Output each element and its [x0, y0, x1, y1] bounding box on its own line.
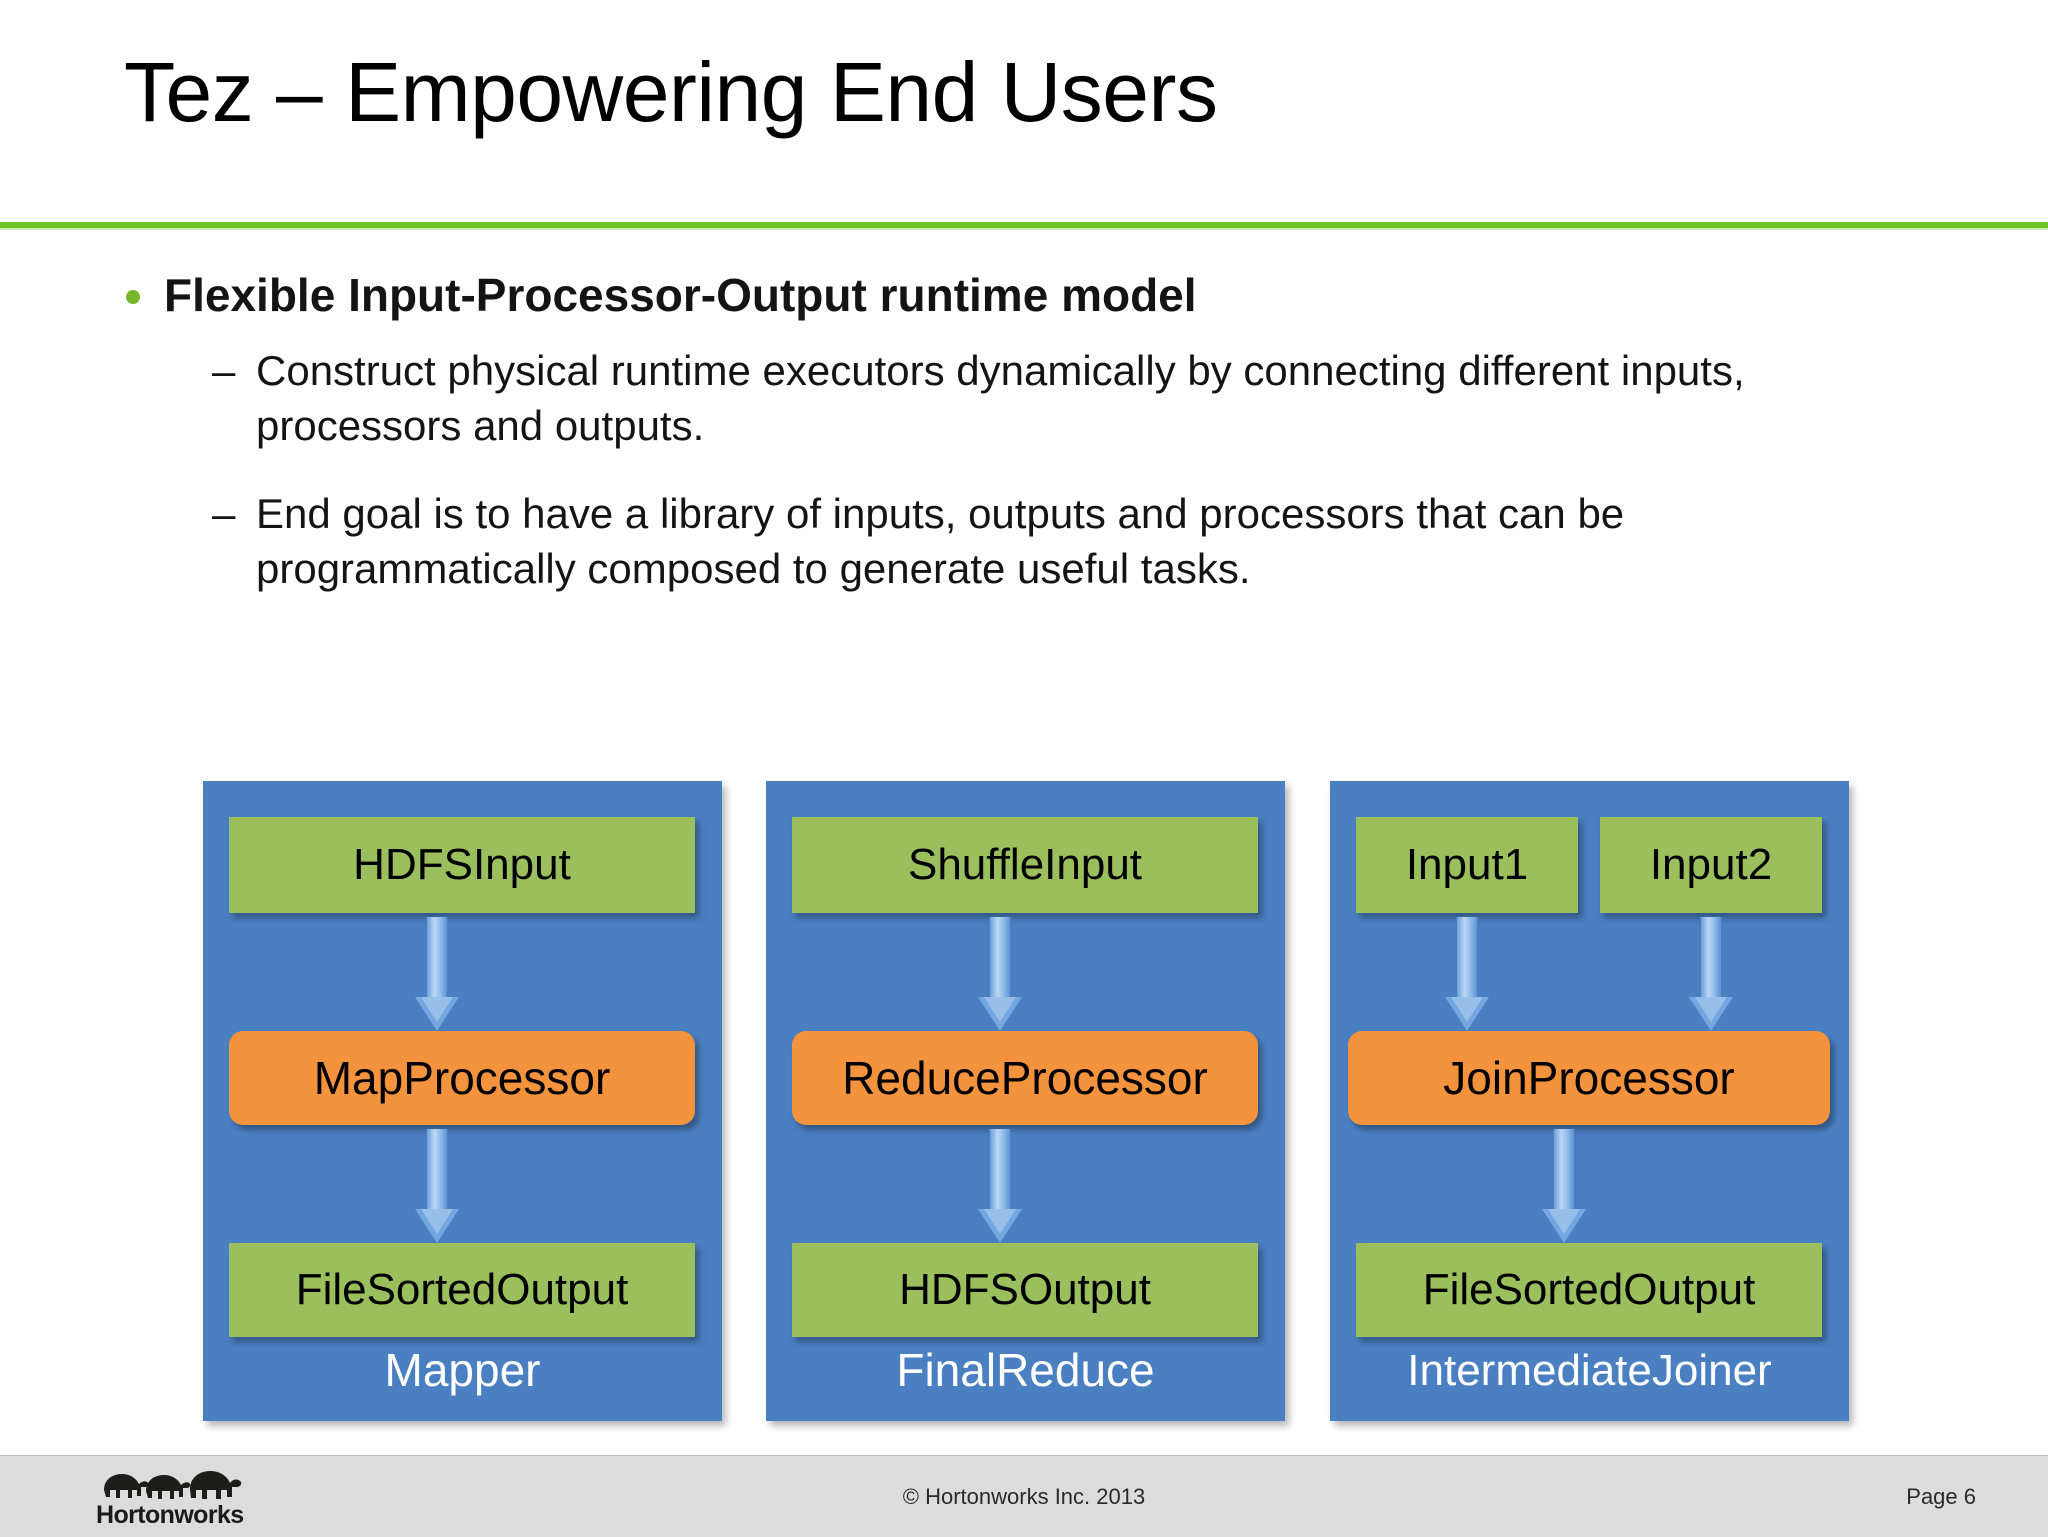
arrow-input-to-processor	[978, 917, 1022, 1031]
dash-icon: –	[212, 490, 236, 538]
bullet-dot-icon	[126, 290, 140, 304]
input-box-hdfsinput: HDFSInput	[229, 817, 695, 913]
input-box-input2: Input2	[1600, 817, 1822, 913]
dash-icon: –	[212, 347, 236, 395]
input-box-label: Input1	[1405, 840, 1529, 889]
processor-box-joinprocessor: JoinProcessor	[1348, 1031, 1830, 1125]
page-title: Tez – Empowering End Users	[124, 45, 1218, 139]
arrow-input-to-processor	[415, 917, 459, 1031]
processor-box-mapprocessor: MapProcessor	[229, 1031, 695, 1125]
hortonworks-logo: Hortonworks	[96, 1464, 272, 1532]
input-box-shuffleinput: ShuffleInput	[792, 817, 1258, 913]
output-box-label: HDFSOutput	[899, 1265, 1151, 1314]
bullet-level1-text: Flexible Input-Processor-Output runtime …	[164, 269, 1197, 321]
output-box-hdfsoutput: HDFSOutput	[792, 1243, 1258, 1337]
logo-wordmark: Hortonworks	[96, 1501, 244, 1529]
arrow-processor-to-output	[978, 1129, 1022, 1243]
title-divider-rule	[0, 222, 2048, 230]
footer-copyright: © Hortonworks Inc. 2013	[902, 1484, 1146, 1509]
bullet-level1: Flexible Input-Processor-Output runtime …	[118, 268, 2048, 322]
processor-box-label: MapProcessor	[313, 1052, 611, 1104]
arrow-input2-to-processor	[1689, 917, 1733, 1031]
slide-footer: Hortonworks © Hortonworks Inc. 2013 Page…	[0, 1455, 2048, 1537]
bullet-level2-second: – End goal is to have a library of input…	[212, 487, 1946, 596]
panel-intermediatejoiner: Input1 Input2 JoinProcessor FileSortedOu…	[1330, 781, 1849, 1421]
processor-box-label: JoinProcessor	[1443, 1052, 1735, 1104]
output-box-filesortedoutput: FileSortedOutput	[1356, 1243, 1822, 1337]
output-box-filesortedoutput: FileSortedOutput	[229, 1243, 695, 1337]
panel-label-finalreduce: FinalReduce	[896, 1344, 1155, 1396]
processor-box-label: ReduceProcessor	[842, 1052, 1208, 1104]
arrow-processor-to-output	[415, 1129, 459, 1243]
io-processor-diagram: HDFSInput MapProcessor FileSortedOutput …	[0, 775, 2048, 1425]
bullet-level2-first: – Construct physical runtime executors d…	[212, 344, 1946, 453]
arrow-input1-to-processor	[1445, 917, 1489, 1031]
elephants-icon	[104, 1471, 242, 1499]
panel-label-intermediatejoiner: IntermediateJoiner	[1407, 1346, 1772, 1395]
input-box-label: ShuffleInput	[907, 840, 1143, 889]
arrow-processor-to-output	[1542, 1129, 1586, 1243]
output-box-label: FileSortedOutput	[1422, 1265, 1756, 1314]
footer-page-number: Page 6	[1906, 1484, 1976, 1509]
panel-mapper: HDFSInput MapProcessor FileSortedOutput …	[203, 781, 722, 1421]
panel-label-mapper: Mapper	[384, 1344, 541, 1396]
bullet-level2-second-text: End goal is to have a library of inputs,…	[256, 490, 1625, 593]
processor-box-reduceprocessor: ReduceProcessor	[792, 1031, 1258, 1125]
output-box-label: FileSortedOutput	[295, 1265, 629, 1314]
input-box-input1: Input1	[1356, 817, 1578, 913]
bullet-level2-first-text: Construct physical runtime executors dyn…	[256, 347, 1745, 449]
input-box-label: HDFSInput	[353, 840, 571, 889]
input-box-label: Input2	[1649, 840, 1773, 889]
body-content: Flexible Input-Processor-Output runtime …	[0, 268, 2048, 597]
panel-finalreduce: ShuffleInput ReduceProcessor HDFSOutput …	[766, 781, 1285, 1421]
